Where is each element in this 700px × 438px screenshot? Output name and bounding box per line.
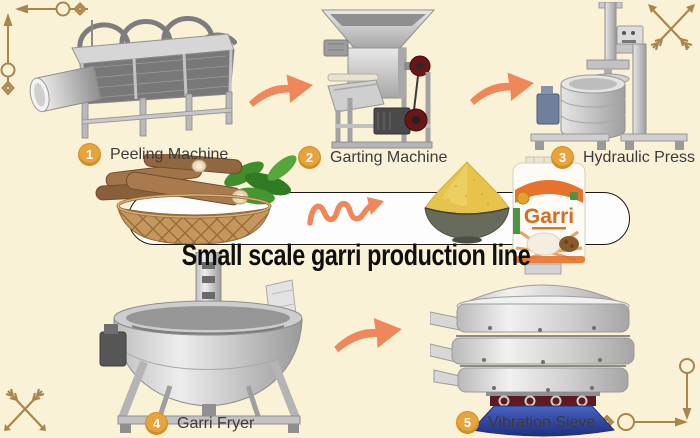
stage-3-label: Hydraulic Press	[583, 148, 696, 166]
stage-1-label: Peeling Machine	[110, 145, 229, 163]
stage-5-vibration-sieve: 5 Vibration Sieve	[456, 411, 595, 434]
garri-bowl-image	[424, 161, 510, 244]
stage-2-label: Garting Machine	[330, 148, 448, 166]
stage-1-peeling-machine: 1 Peeling Machine	[78, 143, 228, 166]
hydraulic-press-image	[530, 2, 688, 150]
flow-arrow-icon	[249, 74, 313, 107]
stage-1-number-badge: 1	[78, 143, 101, 166]
cassava-basket-image	[95, 154, 297, 245]
crossed-arrows-icon	[648, 4, 695, 51]
stage-4-number-badge: 4	[145, 412, 168, 435]
compass-arrows-icon	[0, 1, 88, 96]
stage-5-number-badge: 5	[456, 411, 479, 434]
stage-4-label: Garri Fryer	[177, 414, 255, 432]
crossed-arrows-icon	[4, 388, 46, 431]
squiggle-arrow-icon	[307, 197, 384, 226]
stage-4-garri-fryer: 4 Garri Fryer	[145, 412, 254, 435]
peeling-machine-image	[29, 15, 237, 139]
stage-5-label: Vibration Sieve	[488, 413, 596, 431]
stage-2-number-badge: 2	[298, 146, 321, 169]
flow-arrow-icon	[334, 318, 402, 353]
stage-3-number-badge: 3	[551, 146, 574, 169]
garting-machine-image	[320, 9, 436, 149]
page-title: Small scale garri production line	[181, 239, 531, 272]
garri-fryer-image	[99, 252, 303, 433]
stage-3-hydraulic-press: 3 Hydraulic Press	[551, 146, 695, 169]
stage-2-garting-machine: 2 Garting Machine	[298, 146, 447, 169]
flow-arrow-icon	[470, 72, 534, 105]
vibration-sieve-image	[430, 259, 635, 437]
package-brand-text: Garri	[524, 205, 574, 228]
garri-package-image: Garri	[512, 156, 586, 264]
